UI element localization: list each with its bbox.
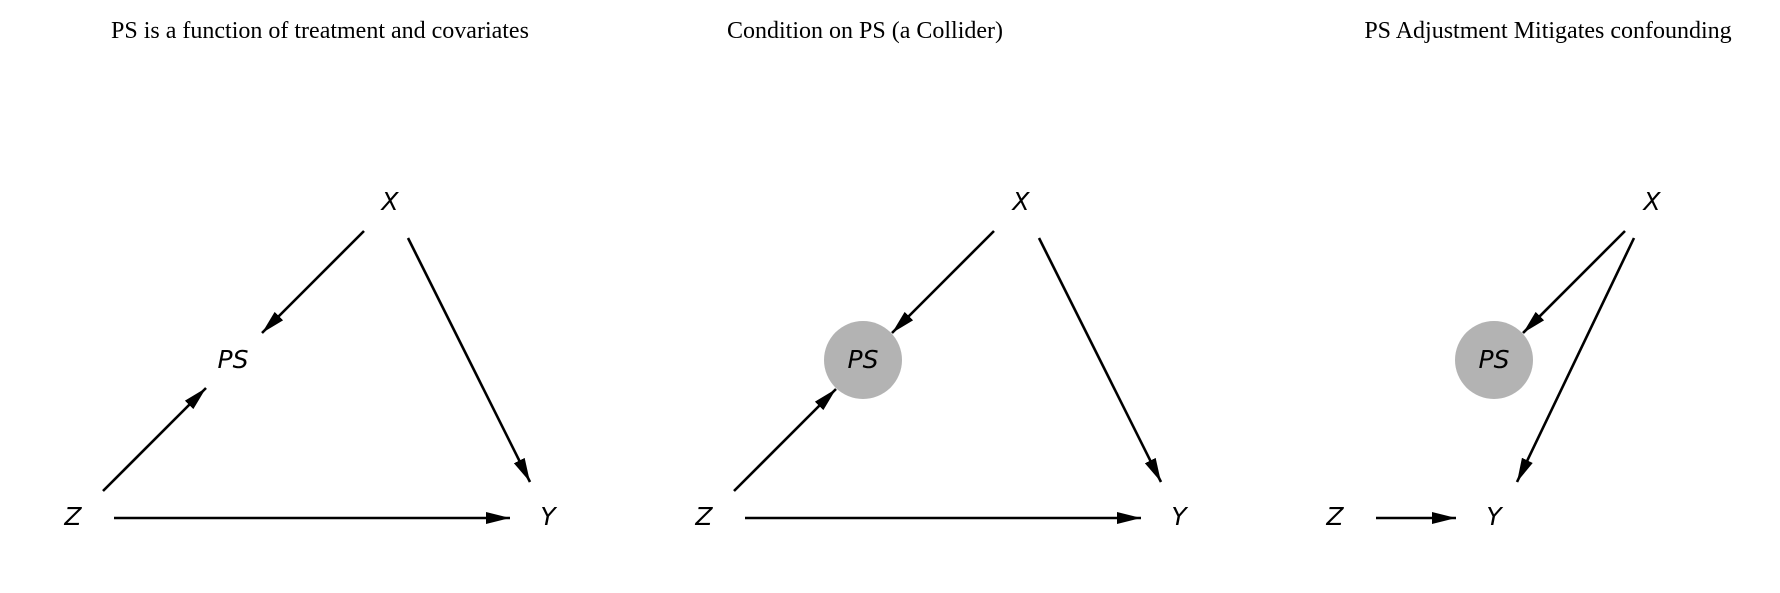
edge-x-to-ps [891, 230, 995, 334]
node-z: Z [694, 502, 713, 531]
edge-x-to-ps [1522, 230, 1626, 334]
node-z: Z [63, 502, 82, 531]
node-y: Y [1486, 502, 1503, 531]
conditioned-node-circle [1455, 321, 1533, 399]
edge-x-to-y [1515, 237, 1636, 483]
node-z: Z [1325, 502, 1344, 531]
panel-2: Condition on PS (a Collider) X PS Z Y [694, 18, 1188, 531]
node-ps: PS [218, 345, 249, 374]
node-ps: PS [848, 345, 879, 374]
conditioned-node-circle [824, 321, 902, 399]
panel-1-edges [102, 230, 532, 524]
node-x: X [379, 187, 399, 216]
panel-3: PS Adjustment Mitigates confounding X PS… [1325, 18, 1731, 531]
node-y: Y [540, 502, 557, 531]
node-ps: PS [1479, 345, 1510, 374]
node-y: Y [1171, 502, 1188, 531]
node-x: X [1641, 187, 1661, 216]
edge-x-to-ps [261, 230, 365, 334]
edge-x-to-y [1037, 237, 1163, 483]
panel-2-edges [733, 230, 1163, 524]
panel-2-title: Condition on PS (a Collider) [727, 18, 1003, 44]
panel-3-edges [1376, 230, 1636, 524]
panel-1-title: PS is a function of treatment and covari… [111, 18, 529, 44]
edge-x-to-y [406, 237, 532, 483]
edge-z-to-ps [102, 387, 207, 492]
panel-1: PS is a function of treatment and covari… [63, 18, 557, 531]
edge-z-to-ps [733, 388, 837, 492]
panel-3-title: PS Adjustment Mitigates confounding [1364, 18, 1731, 44]
node-x: X [1010, 187, 1030, 216]
